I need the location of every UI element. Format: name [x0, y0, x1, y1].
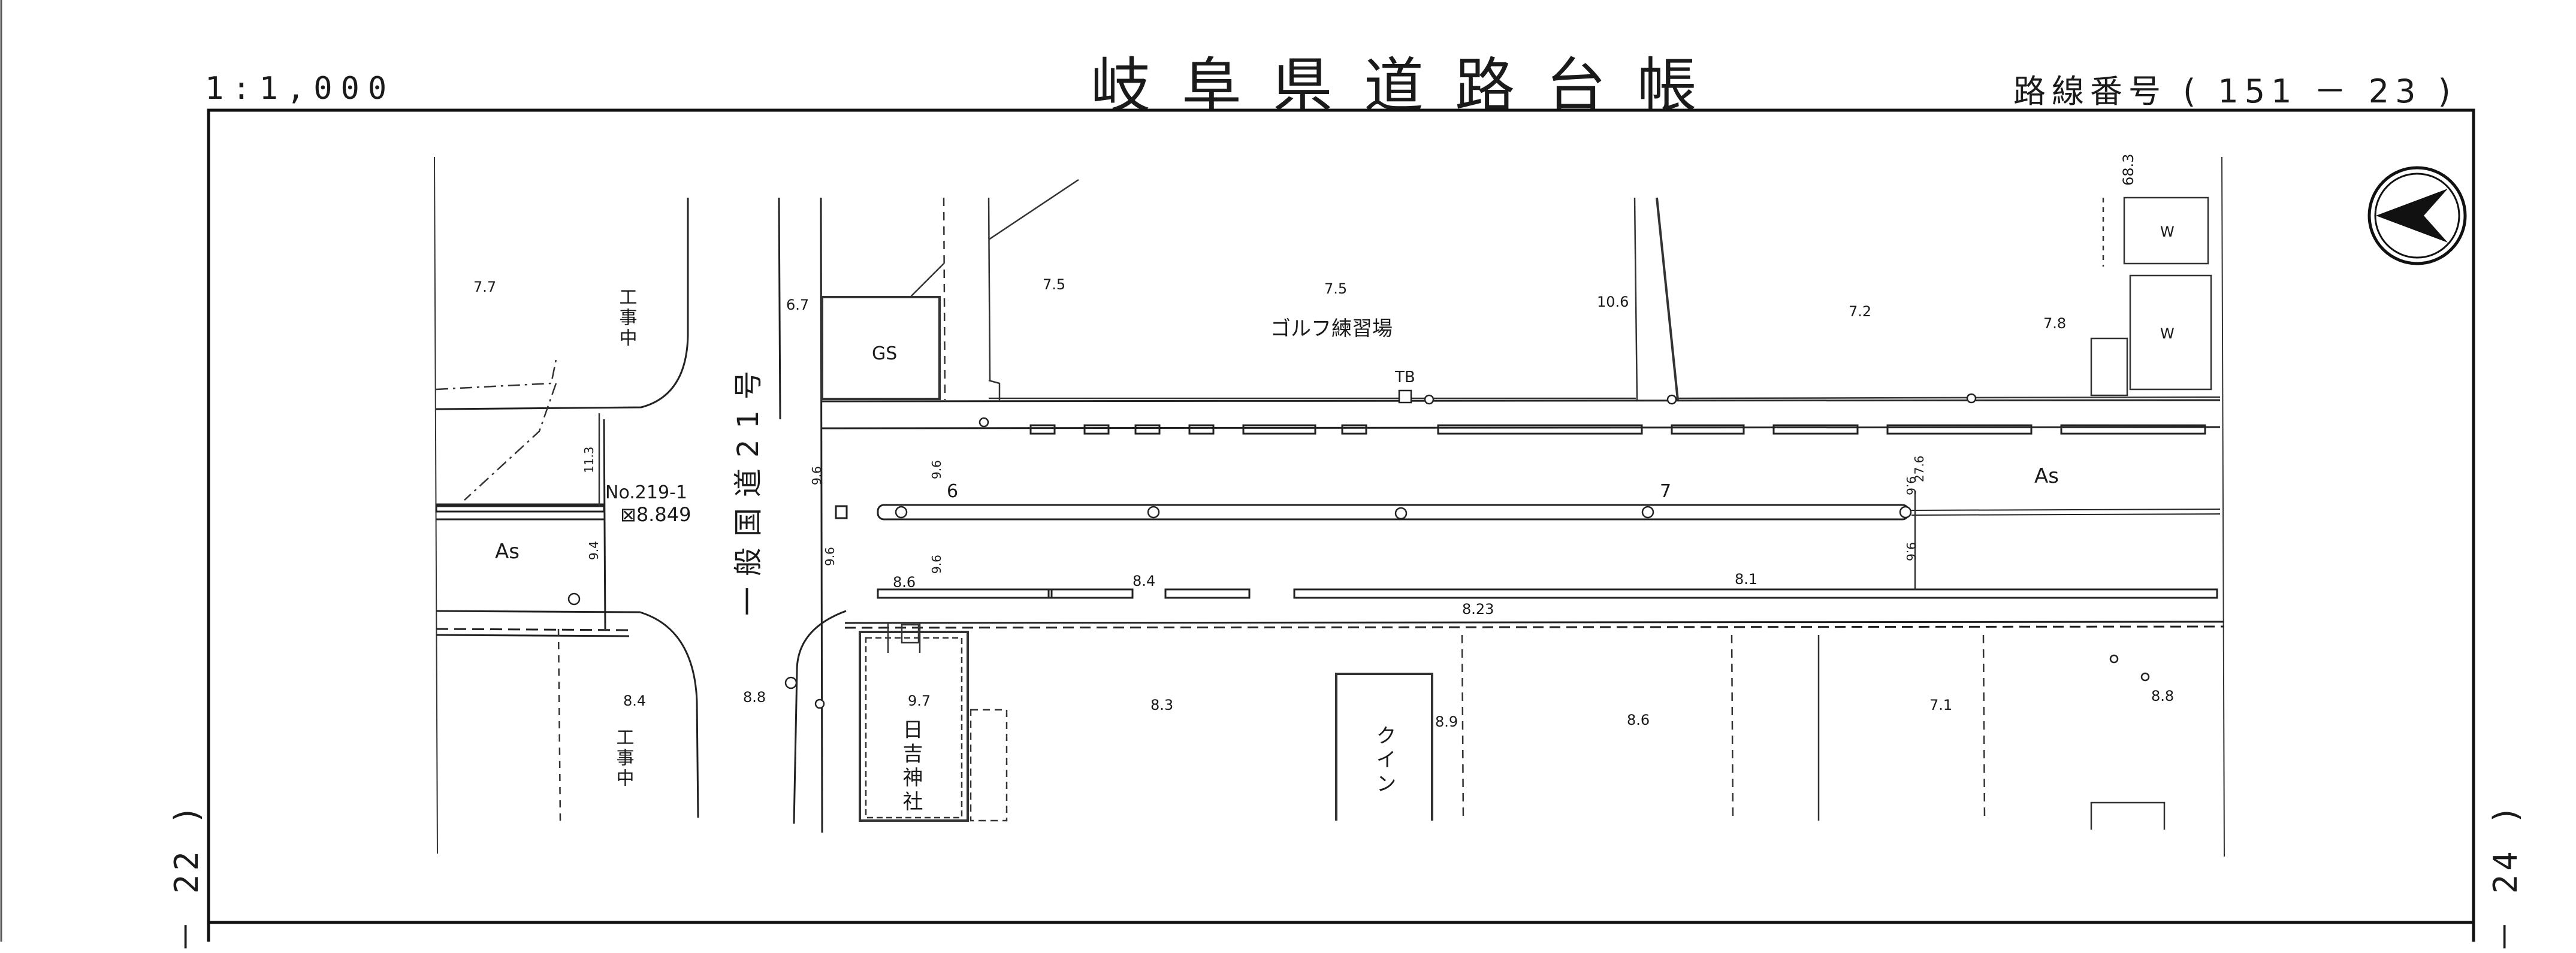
spot-height: 9.7: [908, 692, 931, 709]
shrine-label: 日吉神社: [899, 719, 923, 815]
median-strip: [835, 504, 2221, 521]
golf-range-label: ゴルフ練習場: [1270, 317, 1393, 341]
spot-height: 8.8: [743, 689, 766, 706]
map-frame: [207, 108, 2475, 942]
width-dim: 9.6: [810, 466, 824, 485]
main-road: [436, 399, 2225, 637]
width-dim: 9.6: [1904, 476, 1918, 495]
route-number: 路線番号 ( 151 － 23 ): [2013, 72, 2457, 110]
spot-height: 8.4: [623, 692, 646, 709]
north-parcels: [821, 179, 2221, 401]
road-name-label: 一般国道21号: [732, 360, 765, 616]
tb-label: TB: [1394, 368, 1415, 386]
station-label: 6: [947, 481, 958, 502]
station-label: 7: [1660, 481, 1671, 502]
spot-height: 7.8: [2043, 315, 2066, 332]
width-dim: 9.6: [823, 547, 837, 566]
spot-height: 8.1: [1735, 571, 1757, 588]
spot-height: 7.2: [1849, 303, 1871, 320]
construction-label-south: 工事中: [613, 728, 634, 789]
south-parcels: [859, 491, 2166, 830]
spot-height: 8.4: [1133, 573, 1155, 589]
spot-height: 8.8: [2151, 688, 2174, 704]
spot-height: 6.7: [786, 297, 809, 313]
survey-markers: [567, 389, 2150, 709]
spot-height: 68.3: [2120, 154, 2137, 186]
curb-segments: [435, 424, 2218, 599]
spot-height: 7.1: [1929, 697, 1952, 713]
spot-height: 8.9: [1435, 713, 1458, 730]
asphalt-left-label: As: [495, 540, 520, 564]
width-dim: 27.6: [1912, 455, 1926, 482]
spot-height: 7.5: [1324, 280, 1347, 297]
construction-label-north: 工事中: [616, 288, 637, 349]
asphalt-right-label: As: [2034, 464, 2059, 488]
width-dim: 9.6: [1904, 542, 1918, 561]
west-parcels: [436, 359, 600, 821]
benchmark-number: No.219-1: [605, 482, 687, 503]
cross-road: [436, 197, 847, 833]
spot-height: 7.7: [473, 279, 496, 295]
width-dim: 9.4: [587, 541, 601, 560]
spot-height: 10.6: [1597, 294, 1629, 310]
width-dim: 9.6: [929, 555, 944, 574]
spot-height: 8.3: [1150, 697, 1173, 713]
building-w1-label: W: [2160, 223, 2175, 240]
gas-station-label: GS: [872, 343, 897, 364]
building-w2-label: W: [2160, 325, 2175, 342]
map-boundary-right: [2221, 156, 2225, 857]
spot-height: 8.6: [1627, 712, 1650, 728]
benchmark-value: ⊠8.849: [620, 503, 691, 526]
width-dim: 9.6: [929, 460, 944, 479]
map-scale: 1:1,000: [205, 71, 395, 107]
spot-height: 7.5: [1043, 276, 1065, 293]
quin-label: クイン: [1372, 725, 1396, 797]
map-labels: 一般国道21号 ゴルフ練習場 GS TB W W As As No.219-1 …: [473, 154, 2175, 815]
spot-height: 8.23: [1462, 601, 1494, 618]
north-arrow-icon: [2367, 166, 2467, 265]
spot-height: 8.6: [893, 574, 916, 591]
width-dim: 11.3: [582, 446, 596, 473]
